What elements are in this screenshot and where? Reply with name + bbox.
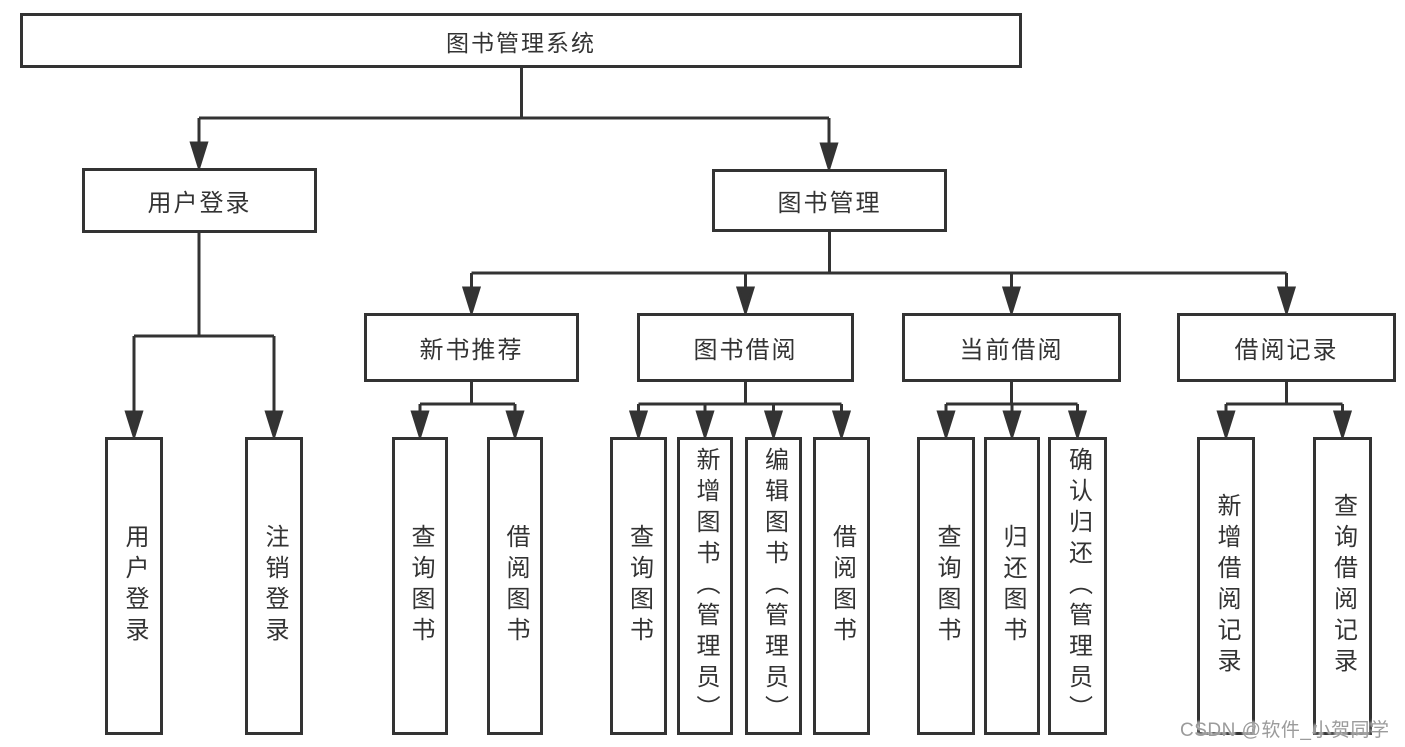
arrow-down-icon	[628, 410, 649, 442]
leaf-query-books-current: 查询图书	[917, 437, 975, 735]
leaf-query-books-borrow: 查询图书	[610, 437, 667, 735]
leaf-user-login: 用户登录	[105, 437, 163, 735]
leaf-label: 借阅图书	[502, 524, 529, 648]
node-book-borrowing: 图书借阅	[637, 313, 854, 382]
leaf-label: 确认归还（管理员）	[1064, 446, 1092, 726]
connector-book-borrow-to-leaves	[628, 382, 852, 442]
arrow-down-icon	[831, 410, 852, 442]
node-current-borrowing: 当前借阅	[902, 313, 1121, 382]
arrow-down-icon	[1001, 286, 1022, 318]
connector-book-mgmt-to-level3	[461, 232, 1297, 318]
arrow-down-icon	[264, 410, 284, 442]
leaf-add-borrow-record: 新增借阅记录	[1197, 437, 1255, 735]
leaf-label: 编辑图书（管理员）	[760, 446, 788, 726]
leaf-return-books: 归还图书	[984, 437, 1040, 735]
leaf-label: 注销登录	[261, 524, 288, 648]
leaf-label: 新增图书（管理员）	[692, 446, 719, 726]
leaf-query-borrow-record: 查询借阅记录	[1313, 437, 1372, 735]
leaf-borrow-books-borrow: 借阅图书	[813, 437, 870, 735]
arrow-down-icon	[735, 286, 756, 318]
connector-current-borrow-to-leaves	[936, 382, 1088, 442]
node-root: 图书管理系统	[20, 13, 1022, 68]
leaf-label: 查询图书	[933, 524, 960, 648]
arrow-down-icon	[695, 410, 715, 442]
arrow-down-icon	[505, 410, 525, 442]
leaf-borrow-books-new: 借阅图书	[487, 437, 543, 735]
arrow-down-icon	[1332, 410, 1353, 442]
leaf-logout: 注销登录	[245, 437, 303, 735]
node-new-book-recommend: 新书推荐	[364, 313, 579, 382]
node-borrowing-records: 借阅记录	[1177, 313, 1396, 382]
arrow-down-icon	[124, 410, 144, 442]
leaf-label: 新增借阅记录	[1213, 493, 1240, 679]
node-user-login: 用户登录	[82, 168, 317, 233]
leaf-label: 查询图书	[625, 524, 653, 648]
leaf-label: 用户登录	[121, 524, 148, 648]
leaf-edit-book-admin: 编辑图书（管理员）	[745, 437, 802, 735]
arrow-down-icon	[1002, 410, 1022, 442]
arrow-down-icon	[819, 142, 839, 174]
connector-user-login-to-leaves	[124, 233, 284, 442]
arrow-down-icon	[1067, 410, 1088, 442]
node-book-management: 图书管理	[712, 169, 947, 232]
arrow-down-icon	[189, 141, 209, 173]
leaf-add-book-admin: 新增图书（管理员）	[677, 437, 733, 735]
arrow-down-icon	[1216, 410, 1236, 442]
arrow-down-icon	[410, 410, 430, 442]
arrow-down-icon	[461, 286, 482, 318]
arrow-down-icon	[936, 410, 956, 442]
connector-borrow-records-to-leaves	[1216, 382, 1353, 442]
leaf-confirm-return-admin: 确认归还（管理员）	[1048, 437, 1107, 735]
connector-root-to-level2	[189, 68, 839, 174]
leaf-label: 查询图书	[407, 524, 434, 648]
connector-new-books-to-leaves	[410, 382, 525, 442]
leaf-label: 借阅图书	[828, 524, 856, 648]
arrow-down-icon	[763, 410, 784, 442]
leaf-query-books-new: 查询图书	[392, 437, 448, 735]
arrow-down-icon	[1276, 286, 1297, 318]
leaf-label: 归还图书	[999, 524, 1026, 648]
csdn-watermark: CSDN @软件_小贺同学	[1180, 720, 1390, 741]
leaf-label: 查询借阅记录	[1329, 493, 1357, 679]
